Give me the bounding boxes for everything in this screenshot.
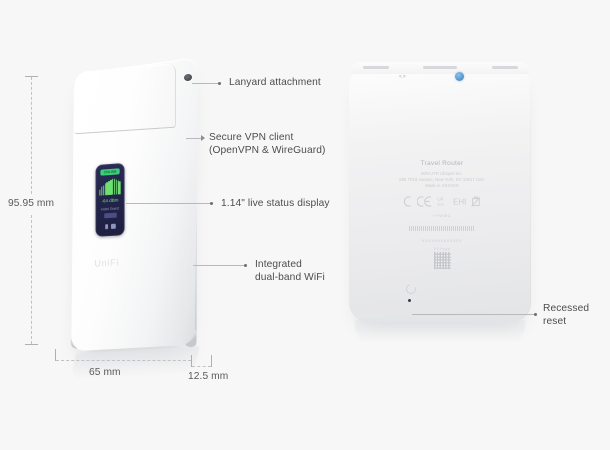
callout-recessed-reset: Recessed reset xyxy=(543,303,590,328)
online-status-badge: ONLINE xyxy=(100,168,120,176)
callout-secure-vpn-client: Secure VPN client (OpenVPN & WireGuard) xyxy=(209,132,326,157)
callout-lanyard-attachment: Lanyard attachment xyxy=(229,77,321,88)
callout-live-status-display: 1.14" live status display xyxy=(221,198,330,209)
depth-dimension-label: 12.5 mm xyxy=(188,371,229,382)
ce-mark-icon xyxy=(417,196,432,207)
signal-bar xyxy=(115,179,117,195)
height-dim-cap-bottom xyxy=(25,344,38,345)
network-chip xyxy=(103,212,117,218)
signal-bar xyxy=(119,181,121,195)
screen-status-icons xyxy=(104,223,116,229)
depth-dim-cap-right xyxy=(211,355,212,367)
width-dim-cap-left xyxy=(55,349,56,361)
sim-card-icon xyxy=(104,223,108,229)
back-device-illustration: < > Travel Router M/N:UTR Ubiquiti Inc. … xyxy=(349,62,535,342)
svg-text:UK: UK xyxy=(437,197,444,202)
top-slot-left xyxy=(363,66,389,69)
lanyard-leader-line xyxy=(192,83,219,84)
lanyard-leader-dot xyxy=(218,82,221,85)
barcode xyxy=(409,225,475,231)
vpn-leader-arrow xyxy=(201,135,205,141)
signal-bars xyxy=(99,178,121,196)
wifi-leader-line xyxy=(193,265,245,266)
c-mark-icon xyxy=(403,196,411,207)
unifi-logo: UniFi xyxy=(94,257,120,269)
device-top-panel xyxy=(74,63,176,135)
height-dim-line-upper xyxy=(31,77,32,194)
height-dim-line-lower xyxy=(31,215,32,344)
network-name-label: Hotel Guest xyxy=(101,206,119,212)
svg-text:CA: CA xyxy=(437,202,444,207)
date-code: YYYyyy xyxy=(433,245,451,251)
online-badge-label: ONLINE xyxy=(103,169,117,175)
signal-bar xyxy=(102,185,105,196)
reset-leader-line xyxy=(412,314,535,315)
model-line: M/N:UTR Ubiquiti Inc. xyxy=(421,171,463,176)
address-line: 685 Third Avenue, New York, NY 10017 USA xyxy=(399,177,485,182)
qr-code xyxy=(433,252,451,269)
back-panel-body xyxy=(349,68,531,322)
wifi-leader-dot xyxy=(244,264,247,267)
back-panel-top-edge xyxy=(351,62,529,74)
vpn-leader-line xyxy=(186,138,202,139)
battery-icon xyxy=(110,223,116,229)
rssi-value: -64 dBm xyxy=(101,197,119,204)
width-dimension-label: 65 mm xyxy=(89,367,121,378)
product-name-label: Travel Router xyxy=(420,160,464,167)
back-device-reflection xyxy=(355,320,525,342)
display-leader-line xyxy=(126,203,211,204)
serial-number: XXXXXXXXXXXXX xyxy=(421,237,463,243)
depth-dim-cap-left xyxy=(191,355,192,367)
eac-mark-icon: EHL xyxy=(453,198,466,207)
regulatory-label-block: Travel Router M/N:UTR Ubiquiti Inc. 685 … xyxy=(349,160,535,274)
weee-bin-icon xyxy=(471,196,481,207)
ukca-mark-icon: UK CA xyxy=(437,197,444,207)
top-slot-center xyxy=(423,66,457,69)
reset-blue-button[interactable] xyxy=(455,72,464,81)
svg-text:EHL: EHL xyxy=(453,198,466,207)
status-display-screen: ONLINE -64 dBm Hotel Guest xyxy=(95,162,125,237)
front-device-illustration: ONLINE -64 dBm Hotel Guest UniFi xyxy=(58,57,218,380)
reset-leader-dot xyxy=(534,313,537,316)
height-dim-cap-top xyxy=(25,76,38,77)
origin-line: Made in XXXXXX xyxy=(425,183,459,188)
port-marking-icon: < > xyxy=(399,74,406,80)
callout-dual-band-wifi: Integrated dual-band WiFi xyxy=(255,259,325,284)
serial-label: YYWWC xyxy=(432,213,452,218)
top-slot-right xyxy=(492,66,518,69)
depth-dim-line xyxy=(192,366,211,367)
height-dimension-label: 95.95 mm xyxy=(8,198,55,209)
display-leader-dot xyxy=(210,202,213,205)
recessed-reset-hole[interactable] xyxy=(408,299,412,303)
certification-marks: UK CA EHL xyxy=(349,196,535,207)
width-dim-line xyxy=(56,360,191,361)
